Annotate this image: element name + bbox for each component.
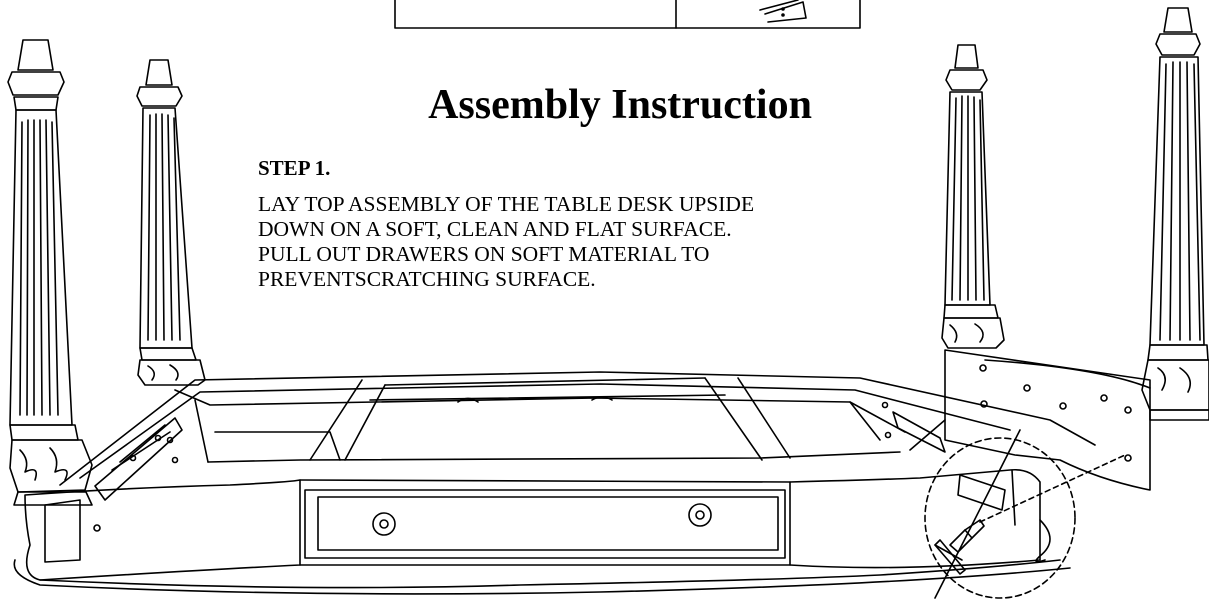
step-instructions: LAY TOP ASSEMBLY OF THE TABLE DESK UPSID… [258, 192, 754, 292]
detail-callout [924, 429, 1126, 599]
left-leg-front [7, 39, 93, 506]
document-title: Assembly Instruction [428, 82, 812, 129]
corner-bracket [944, 349, 1151, 491]
instruction-line: LAY TOP ASSEMBLY OF THE TABLE DESK UPSID… [258, 192, 755, 216]
step-heading: STEP 1. [258, 156, 331, 180]
left-leg-back [136, 59, 206, 386]
desk-frame [13, 371, 1096, 595]
right-leg-right [1141, 7, 1209, 421]
instruction-line: PREVENTSCRATCHING SURFACE. [258, 267, 596, 291]
instruction-line: DOWN ON A SOFT, CLEAN AND FLAT SURFACE. [258, 217, 732, 241]
instruction-line: PULL OUT DRAWERS ON SOFT MATERIAL TO [258, 242, 710, 266]
right-leg-left [941, 44, 1005, 349]
reference-box [394, 0, 861, 29]
